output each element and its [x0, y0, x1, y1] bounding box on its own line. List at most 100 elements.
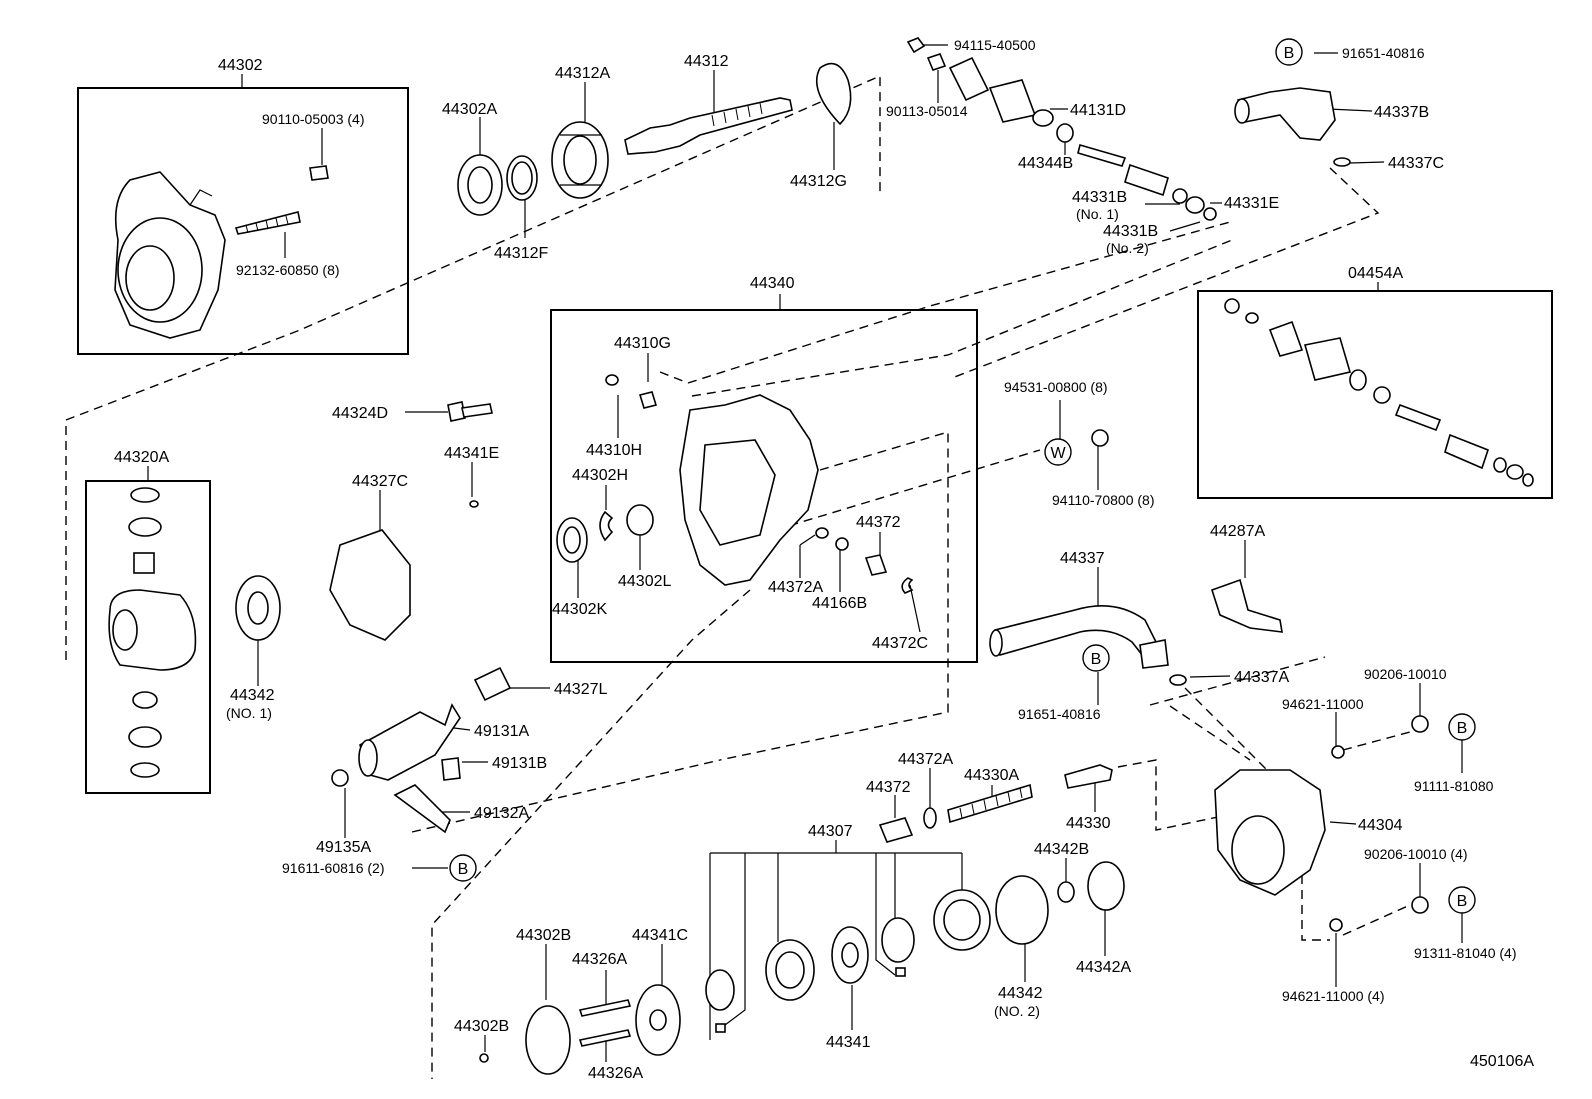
- label-44337: 44337: [1060, 550, 1105, 567]
- part-44312g-ring: [816, 62, 852, 126]
- label-04454a: 04454A: [1348, 265, 1403, 282]
- label-44372-top: 44372: [856, 514, 901, 531]
- label-44337b: 44337B: [1374, 104, 1429, 121]
- group-box-44302: [77, 87, 409, 355]
- label-44310g: 44310G: [614, 335, 671, 352]
- part-44324d-bolt: [447, 401, 493, 422]
- label-44310h: 44310H: [586, 442, 642, 459]
- part-04454a-kit: [1224, 298, 1534, 487]
- label-44372a-mid: 44372A: [898, 751, 953, 768]
- label-49131a: 49131A: [474, 723, 529, 740]
- label-44342-no2-note: (NO. 2): [994, 1003, 1040, 1019]
- label-49132a: 49132A: [474, 805, 529, 822]
- part-44302a-seal: [457, 154, 503, 216]
- label-44327l: 44327L: [554, 681, 607, 698]
- label-44330: 44330: [1066, 815, 1111, 832]
- diagram-code: 450106A: [1470, 1053, 1534, 1070]
- ref-marker-b-right-2: B: [1448, 886, 1476, 914]
- label-44337a: 44337A: [1234, 669, 1289, 686]
- label-91651-40816-top: 91651-40816: [1342, 45, 1425, 61]
- ref-marker-b-pipe: B: [1082, 644, 1110, 672]
- part-94110-nut: [1091, 429, 1109, 447]
- label-44302a: 44302A: [442, 101, 497, 118]
- label-44302b-top: 44302B: [516, 927, 571, 944]
- part-44312f-snap-ring: [506, 155, 538, 201]
- label-44342-no2: 44342: [998, 985, 1043, 1002]
- label-94110-70800: 94110-70800 (8): [1052, 492, 1154, 508]
- label-44166b: 44166B: [812, 595, 867, 612]
- part-44330-valve-set: [878, 764, 1113, 843]
- label-90110-05003: 90110-05003 (4): [262, 111, 364, 127]
- part-44312-shaft: [624, 97, 793, 155]
- label-44324d: 44324D: [332, 405, 388, 422]
- label-91111-81080: 91111-81080: [1414, 778, 1494, 794]
- part-44307-rotor-group: [705, 861, 1125, 1033]
- label-44340: 44340: [750, 275, 795, 292]
- label-44302: 44302: [218, 57, 263, 74]
- label-44372c: 44372C: [872, 635, 928, 652]
- part-44327c-gasket: [329, 529, 411, 641]
- part-44287a-connector: [1211, 578, 1283, 633]
- label-44327c: 44327C: [352, 473, 408, 490]
- svg-text:B: B: [1457, 720, 1468, 737]
- label-49131b: 49131B: [492, 755, 547, 772]
- label-44320a: 44320A: [114, 449, 169, 466]
- label-91611-60816: 91611-60816 (2): [282, 860, 384, 876]
- label-90113-05014: 90113-05014: [886, 103, 968, 119]
- label-94621-11000-b: 94621-11000 (4): [1282, 988, 1384, 1004]
- label-44344b: 44344B: [1018, 155, 1073, 172]
- svg-text:B: B: [1457, 893, 1468, 910]
- label-44331b-no2: 44331B: [1103, 223, 1158, 240]
- group-box-04454a: [1197, 290, 1553, 499]
- label-44341: 44341: [826, 1034, 871, 1051]
- label-44331b-no2-note: (No. 2): [1106, 240, 1149, 256]
- part-44312a-bearing: [551, 121, 609, 199]
- ref-marker-b-bracket: B: [449, 854, 477, 882]
- label-44341e: 44341E: [444, 445, 499, 462]
- svg-text:B: B: [1284, 45, 1295, 62]
- label-44342-no1: 44342: [230, 687, 275, 704]
- label-44331e: 44331E: [1224, 195, 1279, 212]
- label-44302b-left: 44302B: [454, 1018, 509, 1035]
- part-44341e-pin: [469, 500, 479, 508]
- label-44341c: 44341C: [632, 927, 688, 944]
- svg-text:B: B: [458, 861, 469, 878]
- part-flow-valve-set: [906, 37, 1217, 221]
- label-44312f: 44312F: [494, 245, 548, 262]
- label-44307: 44307: [808, 823, 853, 840]
- label-90206-10010-a: 90206-10010: [1364, 666, 1447, 682]
- part-number-labels: 44302 90110-05003 (4) 92132-60850 (8) 44…: [114, 37, 1534, 1082]
- svg-text:B: B: [1091, 651, 1102, 668]
- label-44342b: 44342B: [1034, 841, 1089, 858]
- label-44337c: 44337C: [1388, 155, 1444, 172]
- label-44331b-no1-note: (No. 1): [1076, 206, 1119, 222]
- label-91311-81040: 91311-81040 (4): [1414, 945, 1516, 961]
- label-44304: 44304: [1358, 817, 1403, 834]
- part-44320a-set: [108, 487, 197, 778]
- part-44340-pump-body: [556, 374, 914, 594]
- label-94531-00800: 94531-00800 (8): [1004, 379, 1108, 395]
- part-44337-pipe: [989, 604, 1187, 686]
- label-44302k: 44302K: [552, 601, 607, 618]
- label-44131d: 44131D: [1070, 102, 1126, 119]
- part-44342-plate-no1: [235, 575, 281, 641]
- label-44331b-no1: 44331B: [1072, 189, 1127, 206]
- label-44312a: 44312A: [555, 65, 610, 82]
- ref-marker-b-top: B: [1275, 38, 1303, 66]
- label-94115-40500: 94115-40500: [954, 37, 1036, 53]
- label-44330a: 44330A: [964, 767, 1019, 784]
- svg-text:W: W: [1050, 445, 1066, 462]
- label-44326a-bottom: 44326A: [588, 1065, 643, 1082]
- label-44326a-top: 44326A: [572, 951, 627, 968]
- part-44304-cover: [1214, 715, 1429, 932]
- label-44312: 44312: [684, 53, 729, 70]
- label-92132-60850: 92132-60850 (8): [236, 262, 340, 278]
- label-44302h: 44302H: [572, 467, 628, 484]
- ref-marker-w: W: [1044, 438, 1072, 466]
- part-end-plate-set: [479, 984, 681, 1075]
- label-90206-10010-b: 90206-10010 (4): [1364, 846, 1468, 862]
- label-44372a-top: 44372A: [768, 579, 823, 596]
- leader-lines: [147, 44, 1463, 1062]
- group-box-44340: [550, 309, 978, 663]
